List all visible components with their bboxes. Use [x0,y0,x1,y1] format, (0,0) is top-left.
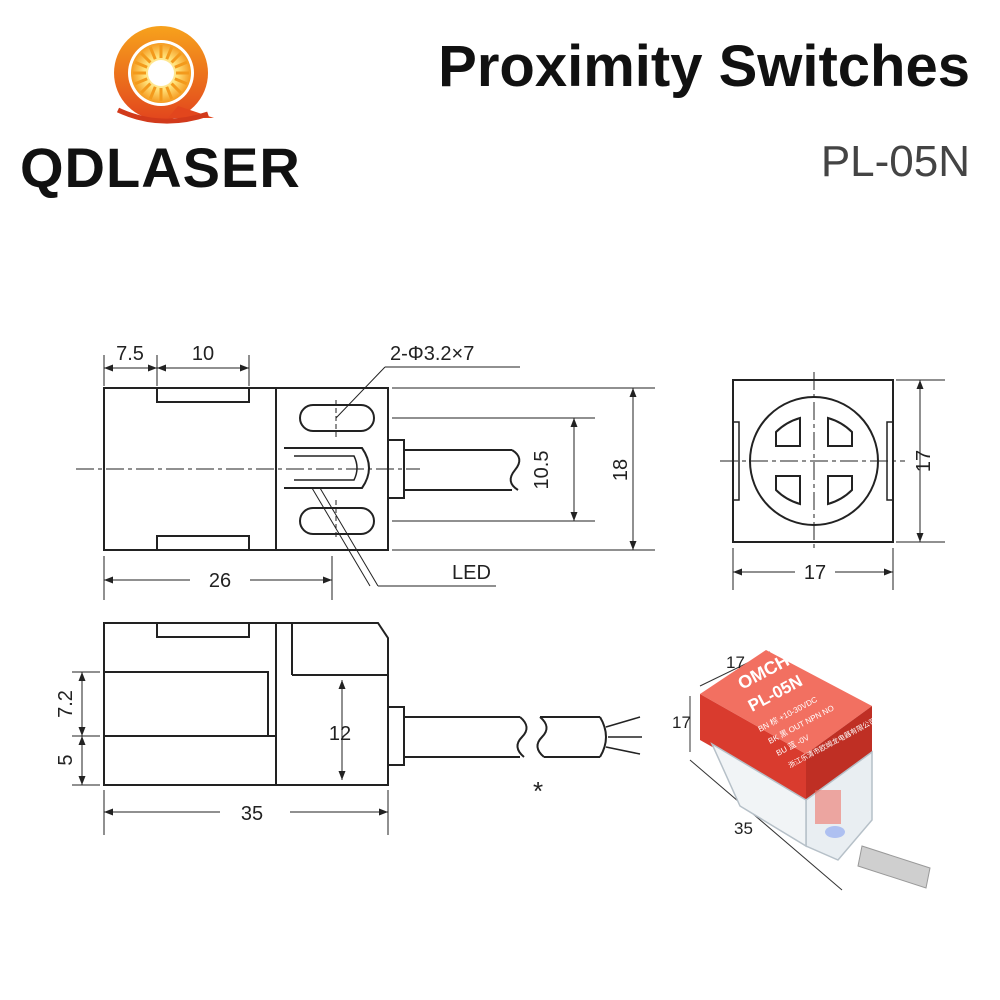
side-view [72,622,642,835]
top-view [76,355,655,600]
brand-name: QDLASER [20,136,301,199]
dimension-arrowhead [104,808,113,816]
product-top-face [700,650,872,754]
photo-dim-35: 35 [734,819,753,838]
led-label: LED [452,562,491,584]
dimension-arrowhead [338,680,346,689]
dimension-arrowhead [916,533,924,542]
dimension-arrowhead [338,771,346,780]
dimension-arrowhead [157,364,166,372]
page-title: Proximity Switches [438,34,970,99]
hole-spec-label: 2-Φ3.2×7 [390,343,474,365]
product-registered-mark: ® [795,649,810,666]
cable-note-asterisk: * [533,776,543,806]
bottom-tab [156,535,250,551]
dimension-arrowhead [78,736,86,745]
photo-dim-17-top: 17 [726,653,745,672]
model-number: PL-05N [820,137,970,186]
top-tab [156,387,250,403]
product-photo: OMCH ® PL-05N BN 棕 +10-30VDC BK 黑 OUT NP… [672,649,931,891]
dim-35: 35 [241,803,263,825]
dimension-arrowhead [78,776,86,785]
dim-18: 18 [610,459,632,481]
logo-emblem-icon [114,26,214,124]
dimension-arrowhead [104,364,113,372]
dim-17-width: 17 [804,562,826,584]
dimension-arrowhead [323,576,332,584]
dim-10-5: 10.5 [531,451,553,490]
dimension-arrowhead [570,512,578,521]
dimension-arrows [78,364,924,816]
dim-7-2: 7.2 [55,690,77,718]
dimension-arrowhead [240,364,249,372]
dim-5: 5 [55,754,77,765]
dimension-arrowhead [916,380,924,389]
dimension-arrowhead [379,808,388,816]
dimension-arrowhead [148,364,157,372]
dim-17-height: 17 [913,450,935,472]
dimension-arrowhead [629,541,637,550]
dimension-arrowhead [733,568,742,576]
dim-10: 10 [192,343,214,365]
led-channel [284,447,370,489]
photo-dim-17-side: 17 [672,713,691,732]
dim-7-5: 7.5 [116,343,144,365]
dimension-arrowhead [884,568,893,576]
mounting-slot-top [299,404,375,432]
product-front-face [700,694,806,800]
dimension-arrowhead [78,672,86,681]
dimension-arrowhead [629,388,637,397]
dimension-arrowhead [570,418,578,427]
qdlaser-logo [114,26,214,124]
dimension-arrowhead [104,576,113,584]
mounting-slot-bottom [299,507,375,535]
dim-26: 26 [209,570,231,592]
dim-12: 12 [329,723,351,745]
dimension-arrowhead [78,727,86,736]
end-view [720,372,945,590]
product-side-face [806,706,872,800]
side-view-body [103,622,277,786]
product-cable [857,845,931,889]
